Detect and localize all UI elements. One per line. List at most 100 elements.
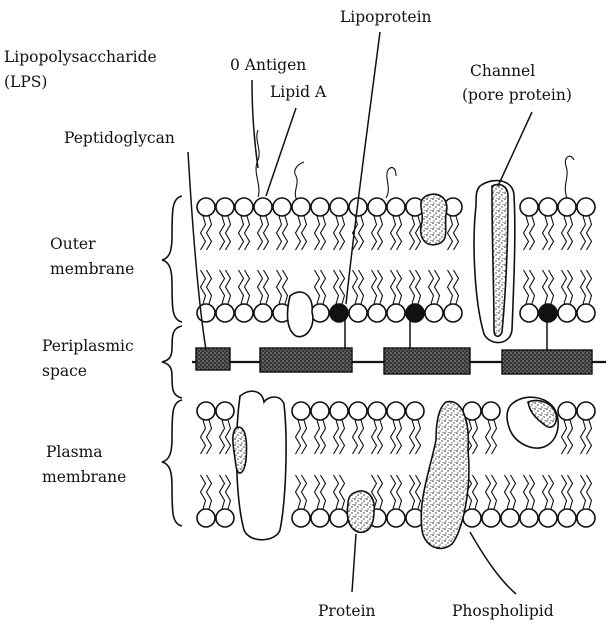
lipid-tail xyxy=(315,420,320,454)
lipid-tail xyxy=(321,475,326,509)
phospholipid-head xyxy=(501,509,519,527)
o-antigen-pointer xyxy=(252,80,258,168)
lipid-tail xyxy=(283,270,288,304)
lipid-tail xyxy=(220,420,225,454)
lipid-tail xyxy=(562,475,567,509)
lipid-tail xyxy=(530,216,535,250)
lipid-tail xyxy=(315,270,320,304)
phospholipid-head xyxy=(197,509,215,527)
label-outer-2: membrane xyxy=(50,260,134,278)
phospholipid-head xyxy=(311,402,329,420)
label-o-antigen: 0 Antigen xyxy=(230,56,306,74)
lipoprotein-anchor-head xyxy=(539,304,557,322)
lipid-tail xyxy=(226,270,231,304)
lipid-tail xyxy=(321,270,326,304)
lipid-tail xyxy=(277,270,282,304)
lipid-tail xyxy=(587,420,592,454)
lipid-tail xyxy=(201,420,206,454)
lipid-tail xyxy=(410,420,415,454)
lipid-tail xyxy=(220,475,225,509)
lipid-tail xyxy=(473,420,478,454)
lipid-tail xyxy=(543,216,548,250)
lipid-tail xyxy=(315,475,320,509)
lipid-tail xyxy=(391,420,396,454)
lipid-tail xyxy=(296,420,301,454)
lipoprotein-anchor-head xyxy=(406,304,424,322)
lipid-tail xyxy=(207,420,212,454)
label-protein: Protein xyxy=(318,602,376,620)
lipid-tail xyxy=(454,216,459,250)
lipid-tail xyxy=(378,216,383,250)
lipid-tail xyxy=(283,216,288,250)
label-peptidoglycan: Peptidoglycan xyxy=(64,129,175,147)
peptidoglycan-layer xyxy=(192,348,606,374)
phospholipid-head xyxy=(520,198,538,216)
phospholipid-head xyxy=(463,509,481,527)
lipid-tail xyxy=(340,420,345,454)
lipid-tail xyxy=(511,475,516,509)
lipid-tail xyxy=(258,216,263,250)
lipid-tail xyxy=(587,270,592,304)
lipid-tail xyxy=(486,475,491,509)
braces xyxy=(162,196,182,526)
lipid-tail xyxy=(568,270,573,304)
periplasmic-brace xyxy=(162,326,182,398)
lipid-tail xyxy=(581,270,586,304)
lipid-tail xyxy=(302,475,307,509)
lipid-tail xyxy=(448,216,453,250)
phospholipid-head xyxy=(387,509,405,527)
lipid-tail xyxy=(568,216,573,250)
phospholipid-head xyxy=(387,304,405,322)
phospholipid-pointer xyxy=(470,532,516,594)
phospholipid-head xyxy=(311,198,329,216)
lipid-tail xyxy=(492,475,497,509)
phospholipid-head xyxy=(539,198,557,216)
lipid-tail xyxy=(378,420,383,454)
lipid-tail xyxy=(207,270,212,304)
lipid-tail xyxy=(416,475,421,509)
lipid-tail xyxy=(315,216,320,250)
lipid-tail xyxy=(334,216,339,250)
phospholipid-head xyxy=(273,198,291,216)
phospholipid-head xyxy=(577,198,595,216)
lipid-tail xyxy=(416,420,421,454)
plasma-membrane-brace xyxy=(162,400,182,526)
label-plasma-2: membrane xyxy=(42,468,126,486)
lipoprotein-pointer xyxy=(346,32,380,304)
lipid-tail xyxy=(201,216,206,250)
lipid-tail xyxy=(372,270,377,304)
lipid-tail xyxy=(245,216,250,250)
phospholipid-head xyxy=(368,198,386,216)
lipid-tail xyxy=(378,270,383,304)
protein-pointer xyxy=(352,534,356,592)
lipid-tail xyxy=(296,475,301,509)
lipid-tail xyxy=(429,270,434,304)
lipid-tail xyxy=(296,216,301,250)
lipid-tail xyxy=(391,216,396,250)
lipid-tail xyxy=(207,475,212,509)
phospholipid-head xyxy=(254,198,272,216)
lipid-tail xyxy=(372,216,377,250)
label-channel: Channel xyxy=(470,62,535,80)
lipid-tail xyxy=(334,270,339,304)
lipid-tail xyxy=(454,270,459,304)
lipid-tail xyxy=(359,420,364,454)
phospholipid-head xyxy=(292,402,310,420)
phospholipid-head xyxy=(425,304,443,322)
lipid-tail xyxy=(587,475,592,509)
lipid-tail xyxy=(543,475,548,509)
lipid-tail xyxy=(530,475,535,509)
phospholipid-head xyxy=(235,198,253,216)
lipid-tail xyxy=(302,216,307,250)
outer-lobe-protein xyxy=(288,292,313,337)
lipid-tail xyxy=(397,475,402,509)
phospholipid-head xyxy=(216,198,234,216)
phospholipid-head xyxy=(349,304,367,322)
phospholipid-head xyxy=(368,304,386,322)
phospholipid-head xyxy=(444,304,462,322)
phospholipid-head xyxy=(558,509,576,527)
phospholipid-head xyxy=(539,509,557,527)
protein-small xyxy=(347,491,374,532)
lipid-tail xyxy=(581,420,586,454)
